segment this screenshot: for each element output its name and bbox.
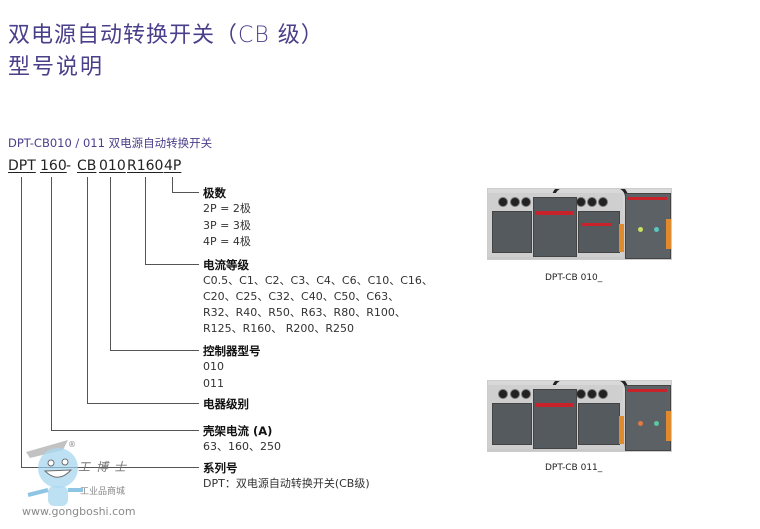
terminal-knob bbox=[587, 389, 597, 399]
status-led bbox=[654, 227, 659, 232]
connector bbox=[619, 224, 624, 252]
abb-red-band bbox=[535, 211, 573, 215]
code-frame-current: 160 bbox=[40, 158, 67, 174]
breaker-center bbox=[533, 197, 577, 257]
product-caption-010: DPT-CB 010_ bbox=[545, 273, 603, 283]
label-frame-current: 壳架电流 (A) bbox=[203, 424, 273, 438]
terminal-knob bbox=[576, 389, 586, 399]
terminal-knob bbox=[498, 389, 508, 399]
rating-values-line: C0.5、C1、C2、C3、C4、C6、C10、C16、 bbox=[203, 274, 433, 287]
code-rating: R160 bbox=[127, 158, 164, 174]
code-series: DPT bbox=[8, 158, 36, 174]
abb-red-band bbox=[535, 403, 573, 407]
mascot-watermark-icon bbox=[26, 440, 83, 506]
breaker-left bbox=[492, 211, 532, 253]
connector bbox=[666, 219, 671, 249]
registered-mark: ® bbox=[68, 440, 76, 449]
terminal-knob bbox=[510, 389, 520, 399]
connector-rating-h bbox=[145, 264, 199, 265]
label-series: 系列号 bbox=[203, 461, 238, 475]
code-separator: - bbox=[66, 158, 72, 174]
connector-rating-v bbox=[145, 177, 146, 264]
series-value: DPT：双电源自动转换开关(CB级) bbox=[203, 477, 370, 490]
terminal-knob bbox=[521, 389, 531, 399]
breaker-left bbox=[492, 403, 532, 445]
connector-class-v bbox=[87, 177, 88, 403]
poles-value: 3P = 3极 bbox=[203, 219, 251, 232]
status-led bbox=[638, 227, 643, 232]
watermark-url: www.gongboshi.com bbox=[22, 505, 136, 518]
connector-poles-h bbox=[172, 192, 199, 193]
code-controller: 010 bbox=[99, 158, 126, 174]
connector bbox=[619, 416, 624, 444]
poles-value: 2P = 2极 bbox=[203, 202, 251, 215]
connector-class-h bbox=[87, 403, 199, 404]
terminal-knob bbox=[598, 389, 608, 399]
page-subtitle: 型号说明 bbox=[8, 55, 105, 80]
watermark-brand: 工博士 bbox=[78, 460, 133, 474]
connector-series-h bbox=[21, 467, 199, 468]
rating-values-line: R125、R160、 R200、R250 bbox=[203, 322, 355, 335]
controller-unit bbox=[625, 193, 671, 259]
controller-value: 011 bbox=[203, 377, 224, 390]
controller-unit bbox=[625, 385, 671, 451]
watermark-tagline: 工业品商城 bbox=[80, 487, 126, 497]
label-controller-model: 控制器型号 bbox=[203, 344, 261, 358]
terminal-knob bbox=[498, 197, 508, 207]
terminal-knob bbox=[598, 197, 608, 207]
controller-value: 010 bbox=[203, 360, 224, 373]
terminal-knob bbox=[510, 197, 520, 207]
connector-poles-v bbox=[172, 177, 173, 192]
breaker-right bbox=[578, 211, 620, 253]
connector-frame-v bbox=[51, 177, 52, 430]
label-current-rating: 电流等级 bbox=[203, 258, 249, 272]
connector-controller-h bbox=[110, 350, 199, 351]
connector-frame-h bbox=[51, 430, 199, 431]
frame-current-value: 63、160、250 bbox=[203, 440, 281, 453]
connector bbox=[666, 411, 671, 441]
status-led bbox=[654, 421, 659, 426]
abb-red-band bbox=[581, 223, 611, 226]
product-caption-011: DPT-CB 011_ bbox=[545, 463, 603, 473]
terminal-knob bbox=[521, 197, 531, 207]
product-photo-010 bbox=[487, 188, 672, 260]
controller-band bbox=[627, 389, 667, 392]
breaker-center bbox=[533, 389, 577, 449]
label-device-class: 电器级别 bbox=[203, 397, 249, 411]
status-led bbox=[638, 421, 643, 426]
label-poles: 极数 bbox=[203, 186, 226, 200]
controller-band bbox=[627, 197, 667, 200]
code-class: CB bbox=[77, 158, 97, 174]
poles-value: 4P = 4极 bbox=[203, 235, 251, 248]
product-photo-011 bbox=[487, 380, 672, 452]
connector-series-v bbox=[21, 177, 22, 467]
rating-values-line: C20、C25、C32、C40、C50、C63、 bbox=[203, 290, 400, 303]
page-title: 双电源自动转换开关（CB 级） bbox=[8, 23, 324, 48]
section-heading: DPT-CB010 / 011 双电源自动转换开关 bbox=[8, 136, 213, 150]
terminal-knob bbox=[576, 197, 586, 207]
breaker-right bbox=[578, 403, 620, 445]
terminal-knob bbox=[587, 197, 597, 207]
code-poles: 4P bbox=[164, 158, 182, 174]
connector-controller-v bbox=[110, 177, 111, 350]
rating-values-line: R32、R40、R50、R63、R80、R100、 bbox=[203, 306, 406, 319]
